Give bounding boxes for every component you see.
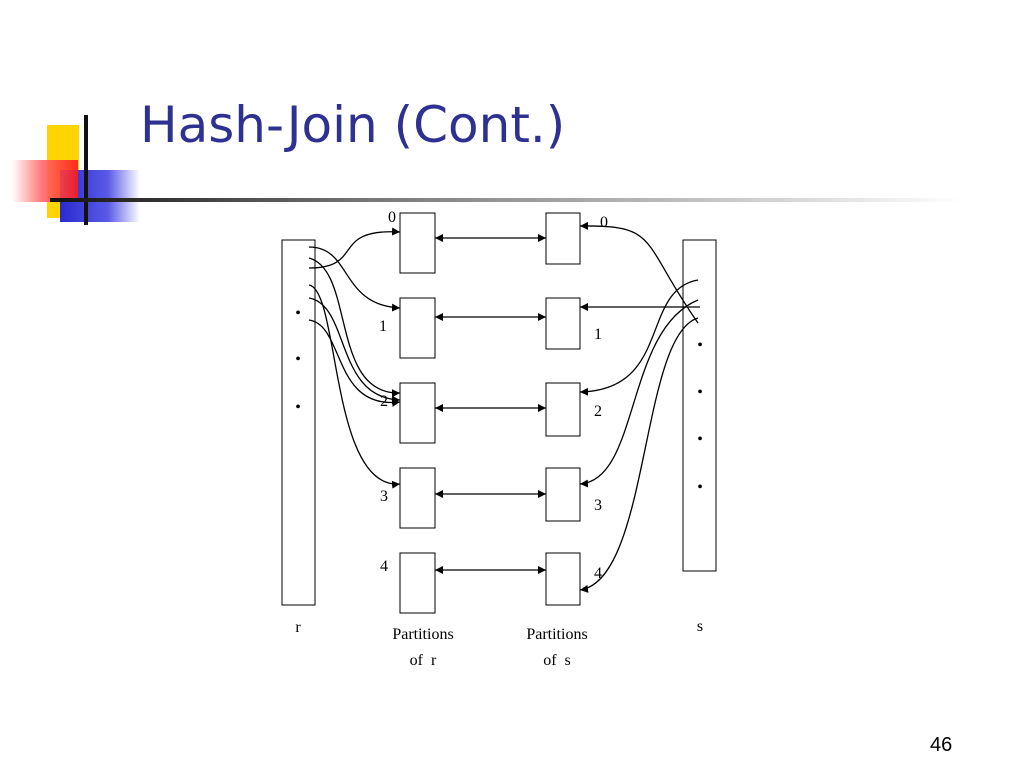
s-partition-number-1: 1 bbox=[594, 326, 602, 343]
r-partition-number-1: 1 bbox=[379, 318, 387, 335]
page-number: 46 bbox=[930, 734, 953, 756]
s-ellipsis-dot: • bbox=[697, 384, 703, 401]
relation-s-label: s bbox=[697, 618, 703, 635]
s-hash-curve-4 bbox=[579, 317, 699, 593]
s-partition-1 bbox=[545, 297, 581, 350]
s-partition-number-2: 2 bbox=[594, 403, 602, 420]
relation-r-box bbox=[281, 239, 316, 606]
s-partition-0 bbox=[545, 212, 581, 265]
r-ellipsis-dot: • bbox=[295, 351, 301, 368]
r-hash-curve-2c bbox=[308, 319, 401, 407]
s-partition-number-3: 3 bbox=[594, 497, 602, 514]
r-hash-curve-2a bbox=[308, 257, 401, 398]
s-partition-number-0: 0 bbox=[600, 214, 608, 231]
r-hash-curve-2b bbox=[308, 297, 401, 404]
logo-vertical-bar bbox=[84, 115, 88, 225]
title-rule bbox=[50, 198, 964, 202]
partitions-s-caption-line2: of s bbox=[543, 652, 571, 669]
r-partition-4 bbox=[399, 552, 436, 614]
r-partition-1 bbox=[399, 297, 436, 359]
s-partition-3 bbox=[545, 467, 581, 522]
relation-s-box bbox=[682, 239, 717, 572]
partitions-r-caption-line1: Partitions bbox=[392, 626, 453, 643]
s-ellipsis-dot: • bbox=[697, 337, 703, 354]
partitions-s-caption-line1: Partitions bbox=[526, 626, 587, 643]
s-partition-4 bbox=[545, 552, 581, 606]
logo-red-square bbox=[12, 160, 78, 202]
s-ellipsis-dot: • bbox=[697, 479, 703, 496]
s-hash-curve-0 bbox=[579, 221, 699, 324]
r-hash-curve-3 bbox=[308, 284, 401, 489]
decorative-logo bbox=[12, 115, 964, 225]
slide-title: Hash-Join (Cont.) bbox=[140, 96, 566, 154]
s-hash-curve-3 bbox=[579, 299, 699, 488]
s-hash-curve-2 bbox=[579, 279, 699, 396]
r-hash-curve-1 bbox=[308, 246, 401, 312]
s-partition-number-4: 4 bbox=[594, 565, 602, 582]
r-partition-number-4: 4 bbox=[380, 558, 388, 575]
relation-r-label: r bbox=[295, 619, 301, 636]
r-partition-number-0: 0 bbox=[388, 209, 396, 226]
r-hash-curve-0 bbox=[308, 227, 401, 269]
s-partition-2 bbox=[545, 382, 581, 437]
r-partition-3 bbox=[399, 467, 436, 529]
r-ellipsis-dot: • bbox=[295, 399, 301, 416]
r-partition-2 bbox=[399, 382, 436, 444]
r-partition-number-3: 3 bbox=[380, 488, 388, 505]
partitions-r-caption-line2: of r bbox=[410, 652, 437, 669]
r-ellipsis-dot: • bbox=[295, 305, 301, 322]
r-partition-number-2: 2 bbox=[380, 393, 388, 410]
r-partition-0 bbox=[399, 212, 436, 274]
s-ellipsis-dot: • bbox=[697, 431, 703, 448]
